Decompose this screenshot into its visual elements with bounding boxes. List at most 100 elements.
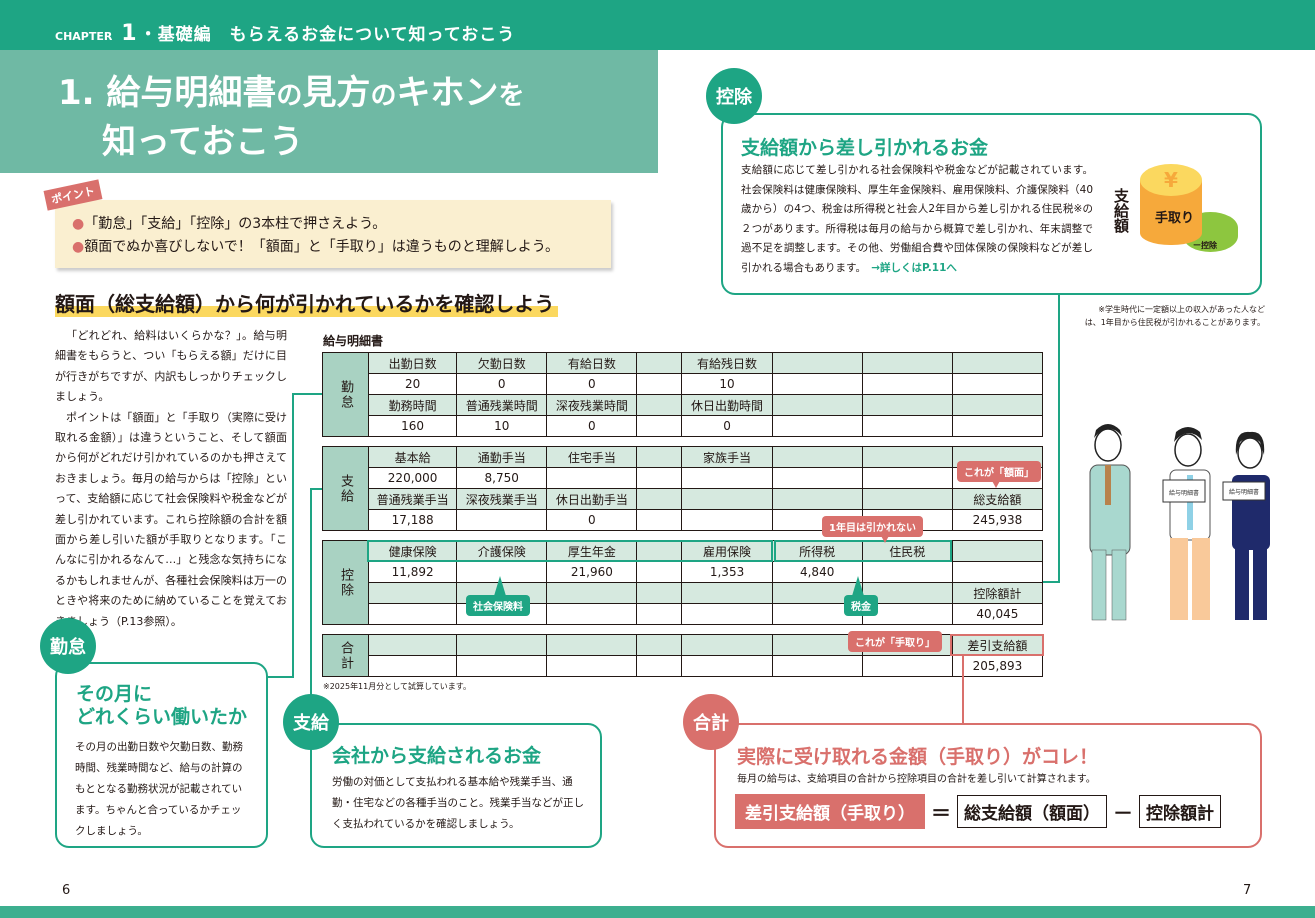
slip-header-cell: 普通残業時間 bbox=[456, 394, 548, 416]
title-part: の bbox=[370, 81, 397, 111]
chapter-prefix: CHAPTER bbox=[55, 30, 113, 43]
paragraph: ポイントは「額面」と「手取り（実際に受け取れる金額）」は違うということ、そして額… bbox=[55, 410, 287, 628]
slip-value-cell bbox=[681, 509, 773, 531]
slip-header-cell: 欠勤日数 bbox=[456, 352, 548, 374]
section-heading: 額面（総支給額）から何が引かれているかを確認しよう bbox=[55, 288, 559, 317]
shikyu-badge: 支給 bbox=[283, 694, 339, 750]
slip-value-cell bbox=[636, 373, 683, 395]
slip-value-cell bbox=[546, 467, 638, 489]
slip-header-cell bbox=[771, 488, 863, 510]
slip-value-cell: 220,000 bbox=[368, 467, 458, 489]
slip-value-cell: 20 bbox=[368, 373, 458, 395]
slip-header-cell bbox=[771, 446, 863, 468]
slip-value-cell: 160 bbox=[368, 415, 458, 437]
slip-value-cell: 0 bbox=[456, 373, 548, 395]
slip-value-cell: 4,840 bbox=[771, 561, 863, 583]
slip-header-cell: 総支給額 bbox=[951, 488, 1044, 510]
point-text: 「勤怠」「支給」「控除」の3本柱で押さえよう。 bbox=[84, 216, 387, 232]
tax-bubble: 税金 bbox=[844, 595, 878, 616]
sign-text: 給与明細書 bbox=[1169, 489, 1199, 497]
slip-header-cell: 控除額計 bbox=[951, 582, 1044, 604]
slip-header-cell bbox=[951, 352, 1044, 374]
slip-value-cell bbox=[456, 655, 548, 677]
slip-value-cell bbox=[861, 415, 953, 437]
connector-line bbox=[310, 488, 322, 490]
slip-value-cell bbox=[636, 603, 683, 625]
slip-header-cell bbox=[861, 352, 953, 374]
slip-value-cell bbox=[861, 655, 953, 677]
slip-header-cell: 住宅手当 bbox=[546, 446, 638, 468]
bullet-icon: ● bbox=[72, 239, 85, 255]
shikyu-heading: 会社から支給されるお金 bbox=[332, 745, 542, 767]
slip-header-cell: 通勤手当 bbox=[456, 446, 548, 468]
slip-row: 勤怠出勤日数欠勤日数有給日数有給残日数 bbox=[321, 352, 1044, 437]
slip-header-cell bbox=[951, 540, 1044, 562]
slip-value-cell: 245,938 bbox=[951, 509, 1044, 531]
slip-value-cell: 8,750 bbox=[456, 467, 548, 489]
connector-line bbox=[292, 393, 294, 678]
title-part: キホン bbox=[396, 73, 499, 113]
page-link[interactable]: →詳しくはP.11へ bbox=[871, 261, 957, 274]
slip-row: 40,045 bbox=[323, 603, 1044, 625]
slip-header-cell bbox=[456, 634, 548, 656]
yen-icon: ¥ bbox=[1140, 164, 1202, 196]
slip-header-cell bbox=[681, 634, 773, 656]
slip-header-cell: 住民税 bbox=[861, 540, 953, 562]
first-year-bubble: 1年目は引かれない bbox=[822, 516, 923, 537]
chapter-bar bbox=[0, 0, 1315, 50]
slip-value-cell bbox=[681, 467, 773, 489]
slip-header-cell: 休日出勤時間 bbox=[681, 394, 773, 416]
slip-value-cell: 0 bbox=[546, 373, 638, 395]
slip-value-cell bbox=[951, 373, 1044, 395]
slip-value-cell: 10 bbox=[456, 415, 548, 437]
slip-header-cell: 有給日数 bbox=[546, 352, 638, 374]
slip-value-cell bbox=[681, 655, 773, 677]
slip-header-cell bbox=[636, 582, 683, 604]
slip-value-cell: 17,188 bbox=[368, 509, 458, 531]
slip-header-cell bbox=[771, 394, 863, 416]
note-line: ※学生時代に一定額以上の収入があった人など bbox=[1098, 305, 1265, 314]
connector-line bbox=[1058, 295, 1060, 583]
slip-value-cell bbox=[636, 655, 683, 677]
slip-value-cell bbox=[951, 561, 1044, 583]
slip-value-cell bbox=[636, 467, 683, 489]
title-panel bbox=[0, 50, 658, 173]
people-illustration: 給与明細書 給与明細書 bbox=[1070, 420, 1290, 625]
slip-header-cell bbox=[771, 352, 863, 374]
slip-value-cell: 1,353 bbox=[681, 561, 773, 583]
connector-line bbox=[292, 393, 322, 395]
title-part: 給与明細書 bbox=[106, 73, 277, 113]
slip-header-cell: 厚生年金 bbox=[546, 540, 638, 562]
shikyu-text: 労働の対価として支払われる基本給や残業手当、通勤・住宅などの各種手当のこと。残業… bbox=[332, 776, 584, 830]
slip-value-cell bbox=[546, 655, 638, 677]
coin-main-label: 手取り bbox=[1155, 211, 1195, 226]
coin-side-label: 支給額 bbox=[1112, 188, 1130, 233]
title-part: を bbox=[498, 81, 525, 111]
page-number-left: 6 bbox=[62, 883, 71, 898]
category-label: 勤怠 bbox=[321, 352, 370, 437]
category-label: 支給 bbox=[321, 446, 370, 531]
slip-header-cell bbox=[861, 446, 953, 468]
slip-value-cell: 40,045 bbox=[951, 603, 1044, 625]
slip-header-cell bbox=[681, 582, 773, 604]
kojo-note: ※学生時代に一定額以上の収入があった人など は、1年目から住民税が引かれることが… bbox=[1075, 303, 1265, 329]
slip-row: 勤務時間普通残業時間深夜残業時間休日出勤時間 bbox=[323, 394, 1044, 416]
paragraph: 「どれどれ、給料はいくらかな？」。給与明細書をもらうと、つい「もらえる額」だけに… bbox=[55, 329, 287, 404]
tedori-frame bbox=[950, 634, 1044, 656]
page-title: 1. 給与明細書の見方のキホンを 知っておこう bbox=[58, 70, 524, 165]
gakumen-bubble: これが「額面」 bbox=[957, 461, 1041, 482]
formula-result: 差引支給額（手取り） bbox=[735, 794, 925, 829]
slip-value-cell bbox=[636, 415, 683, 437]
connector-line bbox=[310, 488, 312, 698]
heading-line: その月に bbox=[76, 683, 153, 705]
connector-line bbox=[268, 676, 294, 678]
slip-value-cell bbox=[636, 561, 683, 583]
title-number: 1. bbox=[58, 73, 95, 113]
